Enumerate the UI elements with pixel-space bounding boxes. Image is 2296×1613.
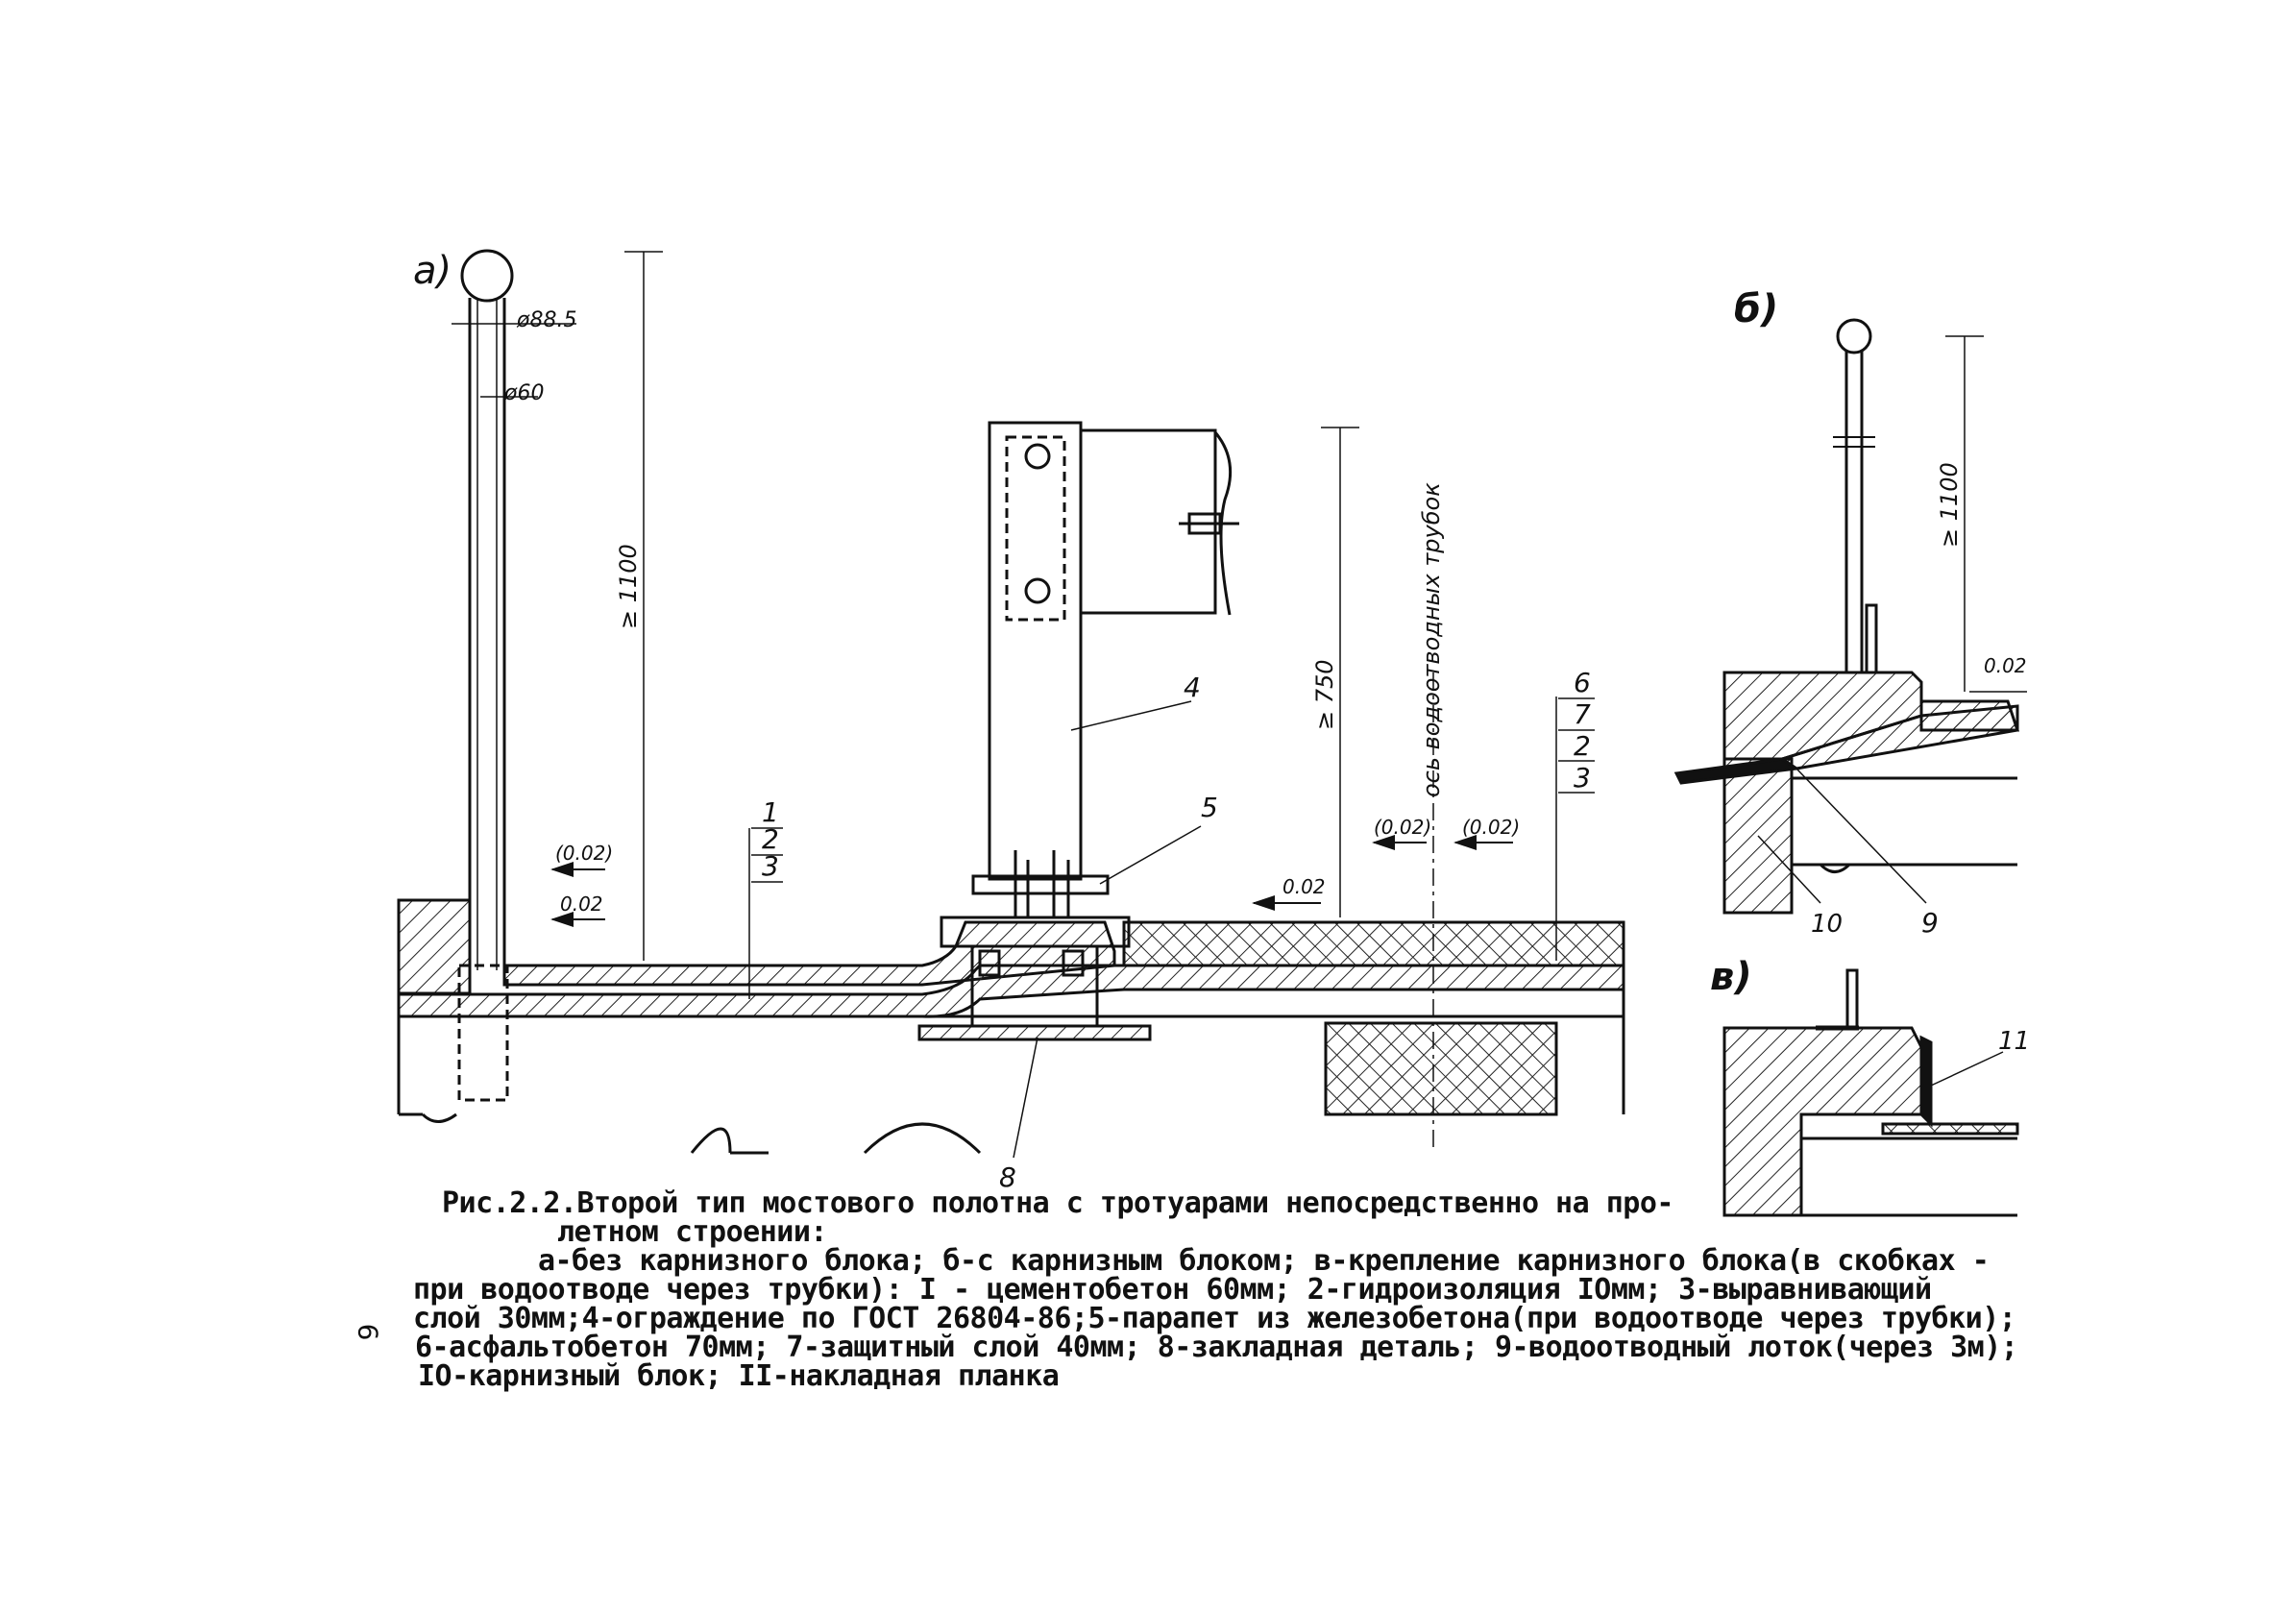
caption-line-1: Рис.2.2.Второй тип мостового полотна с т… bbox=[442, 1186, 1674, 1220]
callout-2b: 2 bbox=[1574, 730, 1591, 762]
figure-caption: Рис.2.2.Второй тип мостового полотна с т… bbox=[413, 1186, 2027, 1391]
callout-8: 8 bbox=[999, 1161, 1016, 1193]
railing-ball bbox=[460, 249, 514, 303]
callout-4: 4 bbox=[1184, 672, 1201, 703]
caption-line-6: 6-асфальтобетон 70мм; 7-защитный слой 40… bbox=[415, 1331, 2018, 1364]
caption-line-5: слой 30мм;4-ограждение по ГОСТ 26804-86;… bbox=[413, 1302, 2016, 1335]
callout-3b: 3 bbox=[1574, 762, 1591, 794]
slope-left: 0.02 bbox=[560, 892, 603, 916]
slope-left-bracket: (0.02) bbox=[555, 842, 613, 865]
panel-a-label: а) bbox=[413, 249, 452, 293]
page-number: 6 bbox=[352, 1323, 384, 1341]
callout-7: 7 bbox=[1574, 698, 1591, 730]
slope-mid: 0.02 bbox=[1282, 875, 1326, 898]
dim-height-1100-b: ≥ 1100 bbox=[1936, 462, 1963, 548]
slope-drain-left: (0.02) bbox=[1374, 816, 1431, 839]
slope-drain-right: (0.02) bbox=[1462, 816, 1520, 839]
dim-height-1100-a: ≥ 1100 bbox=[615, 544, 642, 629]
panel-b-label: б) bbox=[1734, 287, 1778, 331]
callout-9: 9 bbox=[1921, 907, 1939, 939]
caption-line-4: при водоотводе через трубки): I - цемент… bbox=[413, 1273, 1932, 1307]
callout-11: 11 bbox=[1998, 1027, 2030, 1056]
dim-diameter-60: ø60 bbox=[503, 381, 544, 405]
callout-1: 1 bbox=[762, 796, 779, 828]
slope-panel-b: 0.02 bbox=[1984, 654, 2027, 677]
panel-v-label: в) bbox=[1710, 955, 1752, 999]
dim-diameter-885: ø88.5 bbox=[516, 308, 576, 332]
callout-5: 5 bbox=[1201, 792, 1218, 823]
caption-line-2: летном строении: bbox=[557, 1215, 827, 1249]
callout-3: 3 bbox=[762, 850, 779, 882]
callout-2: 2 bbox=[762, 823, 779, 855]
caption-line-3: а-без карнизного блока; б-с карнизным бл… bbox=[538, 1244, 1990, 1278]
caption-line-7: IO-карнизный блок; II-накладная планка bbox=[418, 1359, 1060, 1393]
dim-height-750: ≥ 750 bbox=[1311, 659, 1338, 730]
drain-axis-label: ось водоотводных трубок bbox=[1418, 482, 1445, 797]
callout-6: 6 bbox=[1574, 667, 1591, 698]
callout-10: 10 bbox=[1811, 910, 1843, 939]
